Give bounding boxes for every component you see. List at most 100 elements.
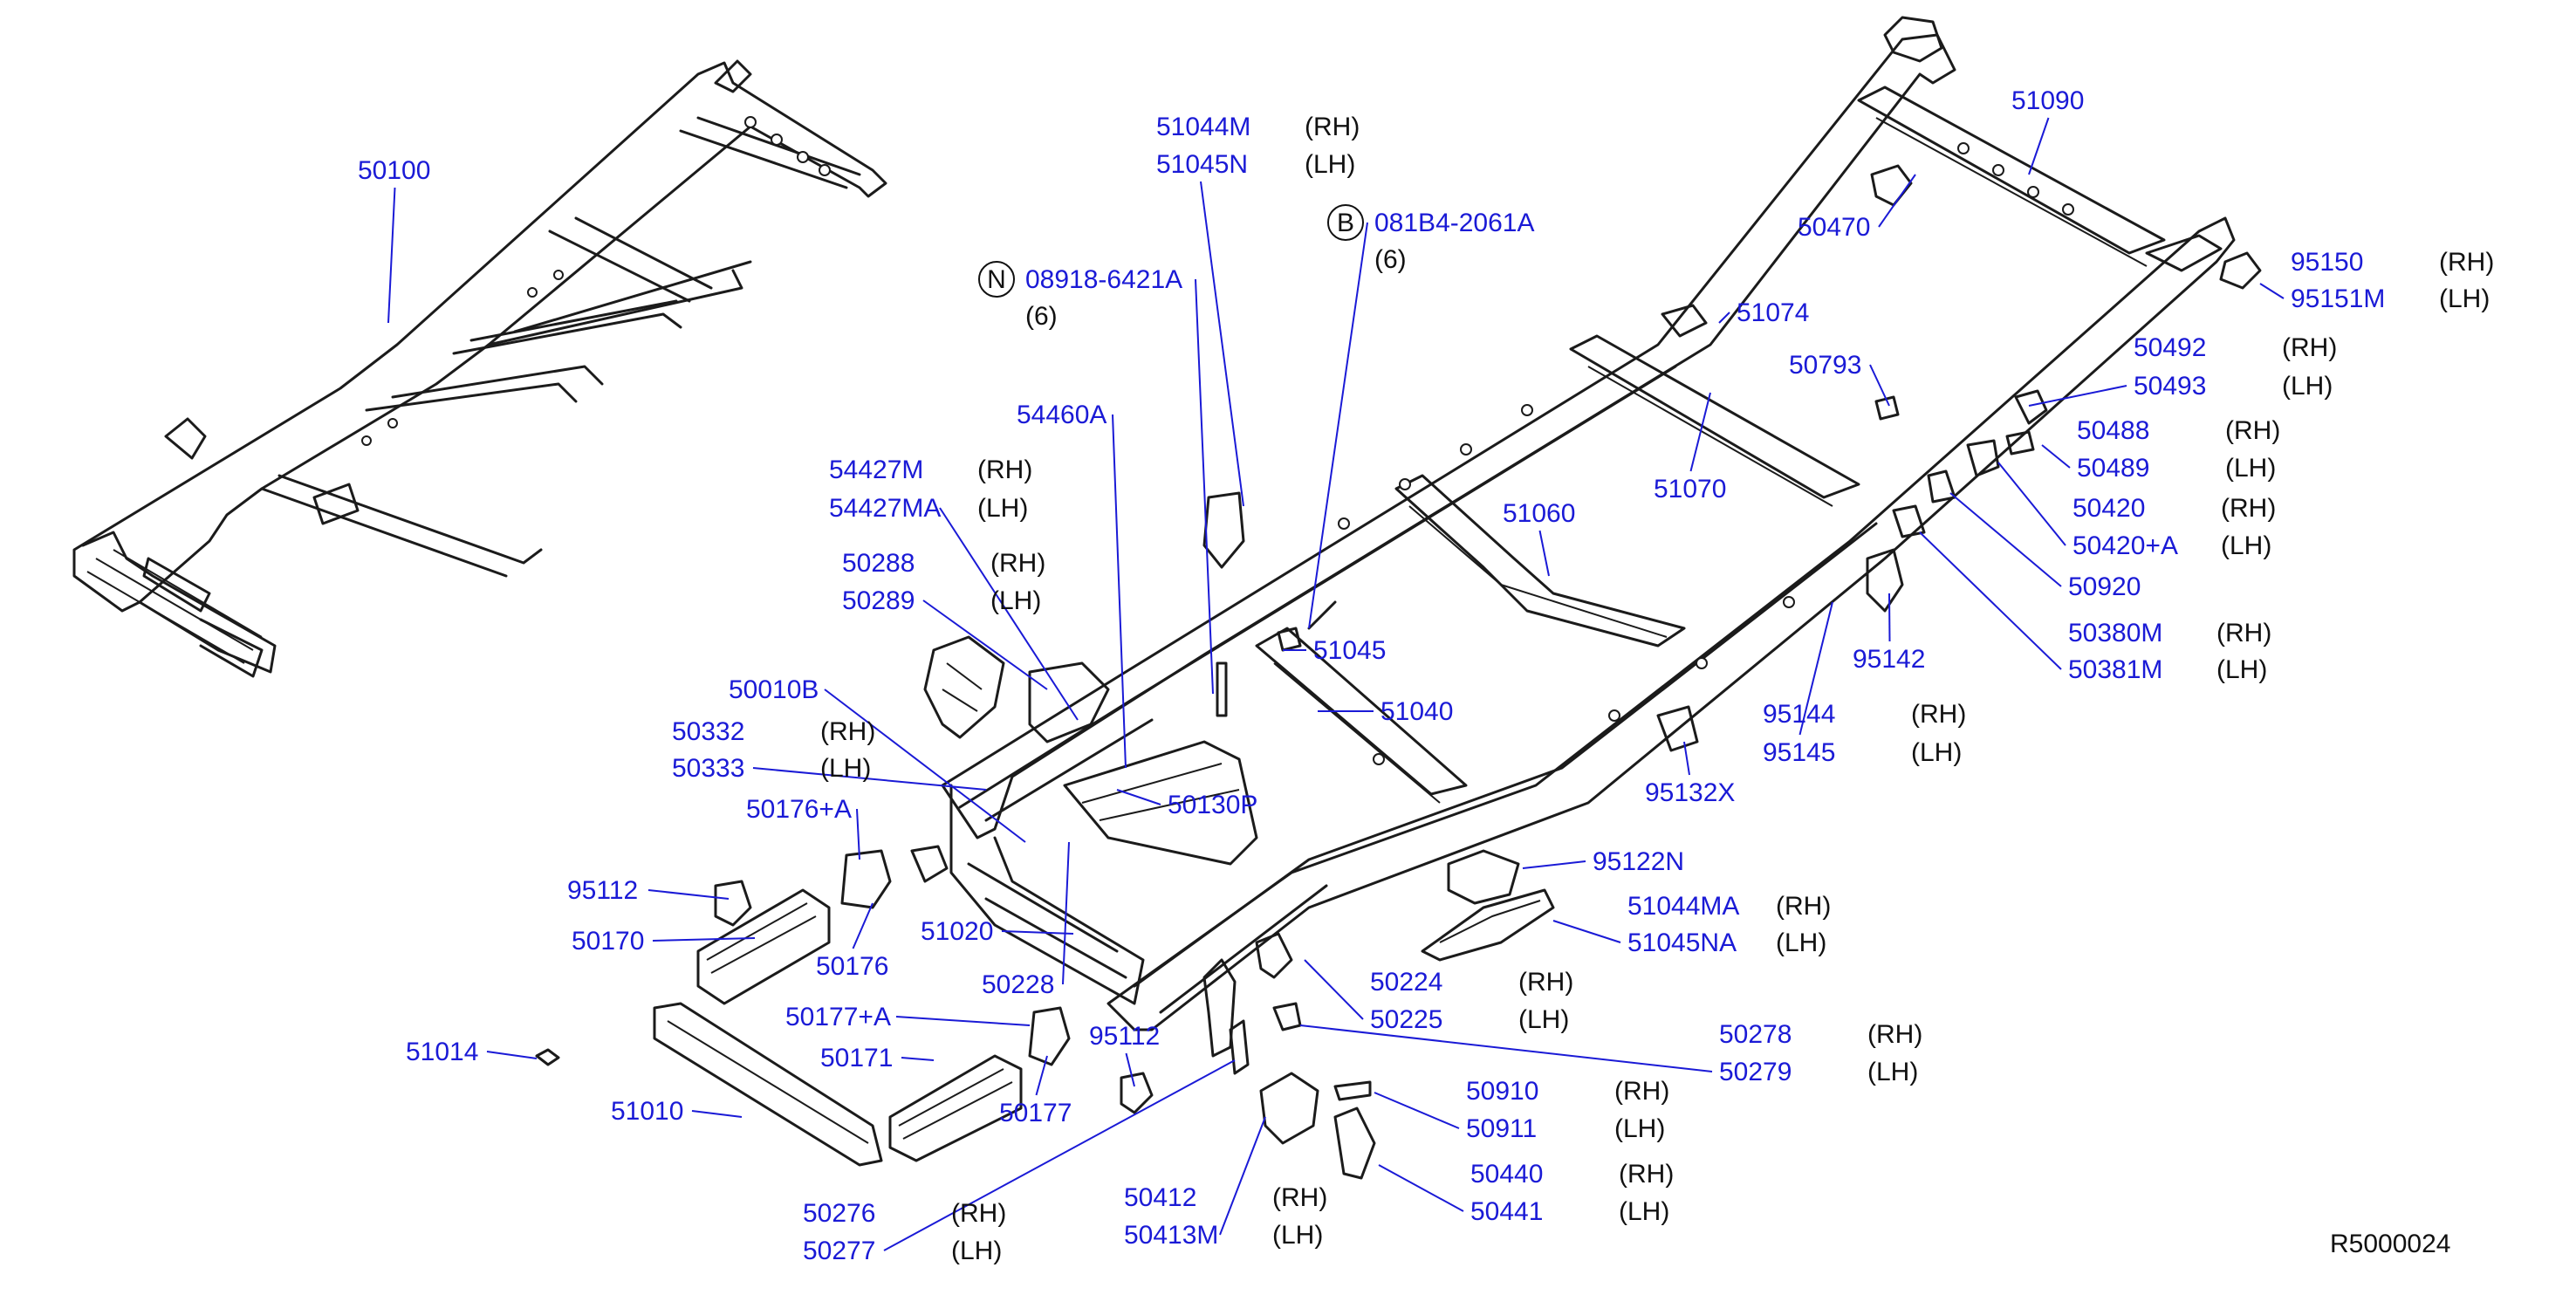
part-number-51045[interactable]: 51045 <box>1313 636 1386 665</box>
leader-c95145 <box>1798 601 1833 736</box>
callout-c50176A: 50176+A <box>746 795 852 824</box>
callout-c95144: 95144(RH) <box>1763 700 1966 729</box>
part-number-51060[interactable]: 51060 <box>1503 499 1575 528</box>
part-number-50177[interactable]: 50177 <box>999 1099 1072 1127</box>
part-number-50412[interactable]: 50412 <box>1124 1183 1196 1212</box>
part-number-50793[interactable]: 50793 <box>1789 351 1861 380</box>
part-number-50920[interactable]: 50920 <box>2068 572 2141 601</box>
part-number-51020[interactable]: 51020 <box>921 917 993 946</box>
part-number-95122N[interactable]: 95122N <box>1593 847 1684 876</box>
part-number-50176+A[interactable]: 50176+A <box>746 795 852 824</box>
part-number-50225[interactable]: 50225 <box>1370 1005 1442 1034</box>
part-number-50277[interactable]: 50277 <box>803 1237 875 1265</box>
callout-c51045N: 51045N(LH) <box>1156 150 1355 179</box>
part-number-95142[interactable]: 95142 <box>1853 645 1925 674</box>
part-number-50381M[interactable]: 50381M <box>2068 655 2162 684</box>
part-number-95151M[interactable]: 95151M <box>2291 284 2385 313</box>
part-number-51044M[interactable]: 51044M <box>1156 113 1250 141</box>
part-number-50440[interactable]: 50440 <box>1470 1160 1543 1189</box>
part-number-08918-6421A[interactable]: 08918-6421A <box>1025 265 1182 294</box>
side-note: (RH) <box>1272 1183 1327 1212</box>
part-number-50130P[interactable]: 50130P <box>1168 791 1257 819</box>
part-number-50420+A[interactable]: 50420+A <box>2072 531 2178 560</box>
part-number-51045NA[interactable]: 51045NA <box>1627 928 1737 957</box>
overview-frame <box>72 59 887 678</box>
callout-c50911: 50911(LH) <box>1466 1114 1665 1143</box>
part-number-50171[interactable]: 50171 <box>820 1044 893 1072</box>
part-number-50177+A[interactable]: 50177+A <box>785 1003 891 1031</box>
part-number-51090[interactable]: 51090 <box>2011 86 2084 115</box>
callout-c51090: 51090 <box>2011 86 2084 115</box>
part-number-51074[interactable]: 51074 <box>1737 298 1809 327</box>
part-number-50420[interactable]: 50420 <box>2072 494 2145 523</box>
part-number-51010[interactable]: 51010 <box>611 1097 683 1126</box>
leader-c50413M <box>1219 1116 1266 1236</box>
part-number-50228[interactable]: 50228 <box>982 970 1054 999</box>
part-number-50276[interactable]: 50276 <box>803 1199 875 1228</box>
leader-c51020 <box>1001 930 1074 935</box>
part-number-95112[interactable]: 95112 <box>1089 1022 1160 1051</box>
callout-c50488: 50488(RH) <box>2077 416 2280 445</box>
part-number-50289[interactable]: 50289 <box>842 586 915 615</box>
circle-marker <box>978 261 1015 298</box>
callout-c51020: 51020 <box>921 917 993 946</box>
part-number-50413M[interactable]: 50413M <box>1124 1221 1218 1250</box>
side-note: (RH) <box>1614 1077 1669 1106</box>
part-number-50489[interactable]: 50489 <box>2077 454 2149 483</box>
part-number-50100[interactable]: 50100 <box>358 156 430 185</box>
part-number-51070[interactable]: 51070 <box>1654 475 1726 504</box>
callout-c51044M: 51044M(RH) <box>1156 113 1360 141</box>
part-number-54427M[interactable]: 54427M <box>829 456 923 484</box>
part-number-50470[interactable]: 50470 <box>1798 213 1870 242</box>
callout-c95151M: 95151M(LH) <box>2291 284 2490 313</box>
part-number-54427MA[interactable]: 54427MA <box>829 494 941 523</box>
part-number-50488[interactable]: 50488 <box>2077 416 2149 445</box>
part-number-95150[interactable]: 95150 <box>2291 248 2363 277</box>
callout-c50177A: 50177+A <box>785 1003 891 1031</box>
part-number-50380M[interactable]: 50380M <box>2068 619 2162 648</box>
side-note: (LH) <box>951 1237 1002 1265</box>
callout-c50470: 50470 <box>1798 213 1870 242</box>
part-number-95132X[interactable]: 95132X <box>1645 778 1735 807</box>
part-number-50332[interactable]: 50332 <box>672 717 744 746</box>
leader-c50289 <box>922 600 1048 690</box>
callout-c50492: 50492(RH) <box>2134 333 2337 362</box>
leader-c50493 <box>2028 385 2127 407</box>
part-number-51040[interactable]: 51040 <box>1380 697 1453 726</box>
loose-components <box>535 845 1555 1180</box>
callout-c51045NA: 51045NA(LH) <box>1627 928 1826 957</box>
part-number-50170[interactable]: 50170 <box>572 927 644 956</box>
side-note: (RH) <box>2216 619 2271 648</box>
part-number-50010B[interactable]: 50010B <box>729 675 819 704</box>
part-number-50224[interactable]: 50224 <box>1370 968 1442 997</box>
main-frame <box>923 16 2262 1031</box>
part-number-50911[interactable]: 50911 <box>1466 1114 1537 1143</box>
part-number-081B4-2061A[interactable]: 081B4-2061A <box>1374 209 1535 237</box>
part-number-50493[interactable]: 50493 <box>2134 372 2206 401</box>
part-number-50910[interactable]: 50910 <box>1466 1077 1538 1106</box>
part-number-95144[interactable]: 95144 <box>1763 700 1835 729</box>
part-number-50333[interactable]: 50333 <box>672 754 744 783</box>
part-number-95145[interactable]: 95145 <box>1763 738 1835 767</box>
side-note: (RH) <box>1518 968 1573 997</box>
leader-c51010 <box>691 1110 743 1118</box>
callout-c50276: 50276(RH) <box>803 1199 1006 1228</box>
part-number-50278[interactable]: 50278 <box>1719 1020 1792 1049</box>
part-number-51045N[interactable]: 51045N <box>1156 150 1248 179</box>
leader-c50177 <box>1035 1055 1048 1096</box>
part-number-95112[interactable]: 95112 <box>567 876 638 905</box>
callout-c50332: 50332(RH) <box>672 717 875 746</box>
callout-c51010: 51010 <box>611 1097 683 1126</box>
part-number-50279[interactable]: 50279 <box>1719 1058 1792 1086</box>
part-number-50288[interactable]: 50288 <box>842 549 915 578</box>
part-number-50176[interactable]: 50176 <box>816 952 888 981</box>
part-number-54460A[interactable]: 54460A <box>1017 401 1106 429</box>
part-number-51044MA[interactable]: 51044MA <box>1627 892 1739 921</box>
leader-c50420A <box>1997 462 2066 546</box>
part-number-51014[interactable]: 51014 <box>406 1038 478 1066</box>
part-number-50441[interactable]: 50441 <box>1470 1197 1543 1226</box>
callout-c95122N: 95122N <box>1593 847 1684 876</box>
part-number-50492[interactable]: 50492 <box>2134 333 2206 362</box>
